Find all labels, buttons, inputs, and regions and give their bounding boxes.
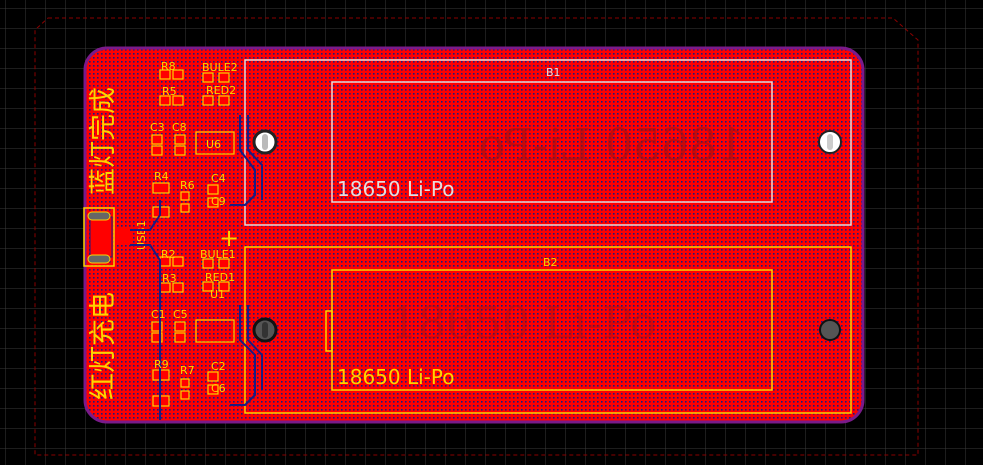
b1-outline [244, 59, 852, 226]
label-r2[interactable]: R2 [161, 248, 176, 261]
b2-pad-pos[interactable] [819, 319, 841, 341]
label-r5[interactable]: R5 [162, 85, 177, 98]
blue-done-text: 蓝灯完成 [88, 87, 119, 195]
label-c2[interactable]: C2 [211, 360, 226, 373]
battery-b2[interactable]: B2 18650 Li-Po [244, 246, 852, 414]
label-c4[interactable]: C4 [211, 172, 226, 185]
b2-outline [244, 246, 852, 414]
traces [130, 115, 263, 420]
label-r6[interactable]: R6 [180, 179, 195, 192]
battery-b1[interactable]: B1 18650 Li-Po [244, 59, 852, 226]
plus-marker: + [219, 224, 239, 252]
usb-connector[interactable]: USB1 [83, 207, 148, 267]
label-c3[interactable]: C3 [150, 121, 165, 134]
b1-cell-outline [331, 81, 773, 203]
label-bule1[interactable]: BULE1 [200, 248, 236, 261]
usb1-label: USB1 [135, 220, 148, 250]
label-u6[interactable]: U6 [206, 138, 221, 151]
b1-label: 18650 Li-Po [337, 177, 454, 201]
label-c6[interactable]: C6 [211, 382, 226, 395]
label-c5[interactable]: C5 [173, 308, 188, 321]
b1-designator: B1 [546, 66, 561, 79]
label-r8[interactable]: R8 [161, 60, 176, 73]
ghost-text-bottom: 18650 Li-Po [390, 298, 656, 349]
label-r7[interactable]: R7 [180, 364, 195, 377]
label-bule2[interactable]: BULE2 [202, 61, 238, 74]
label-red2[interactable]: RED2 [206, 84, 236, 97]
label-u1[interactable]: U1 [210, 288, 225, 301]
board-outline[interactable] [83, 46, 865, 424]
label-r3[interactable]: R3 [162, 272, 177, 285]
label-c1[interactable]: C1 [151, 308, 166, 321]
label-r4[interactable]: R4 [154, 170, 169, 183]
label-red1[interactable]: RED1 [205, 271, 235, 284]
b2-designator: B2 [543, 256, 558, 269]
label-c8[interactable]: C8 [172, 121, 187, 134]
ghost-text-top: 18650 Li-Po [479, 120, 745, 171]
label-r9[interactable]: R9 [154, 358, 169, 371]
label-c9[interactable]: C9 [211, 195, 226, 208]
b2-label: 18650 Li-Po [337, 365, 454, 389]
component-labels: R8 R5 BULE2 RED2 C3 C8 U6 R4 R6 C4 C9 R2… [150, 60, 238, 395]
red-charging-text: 红灯充电 [88, 292, 119, 400]
